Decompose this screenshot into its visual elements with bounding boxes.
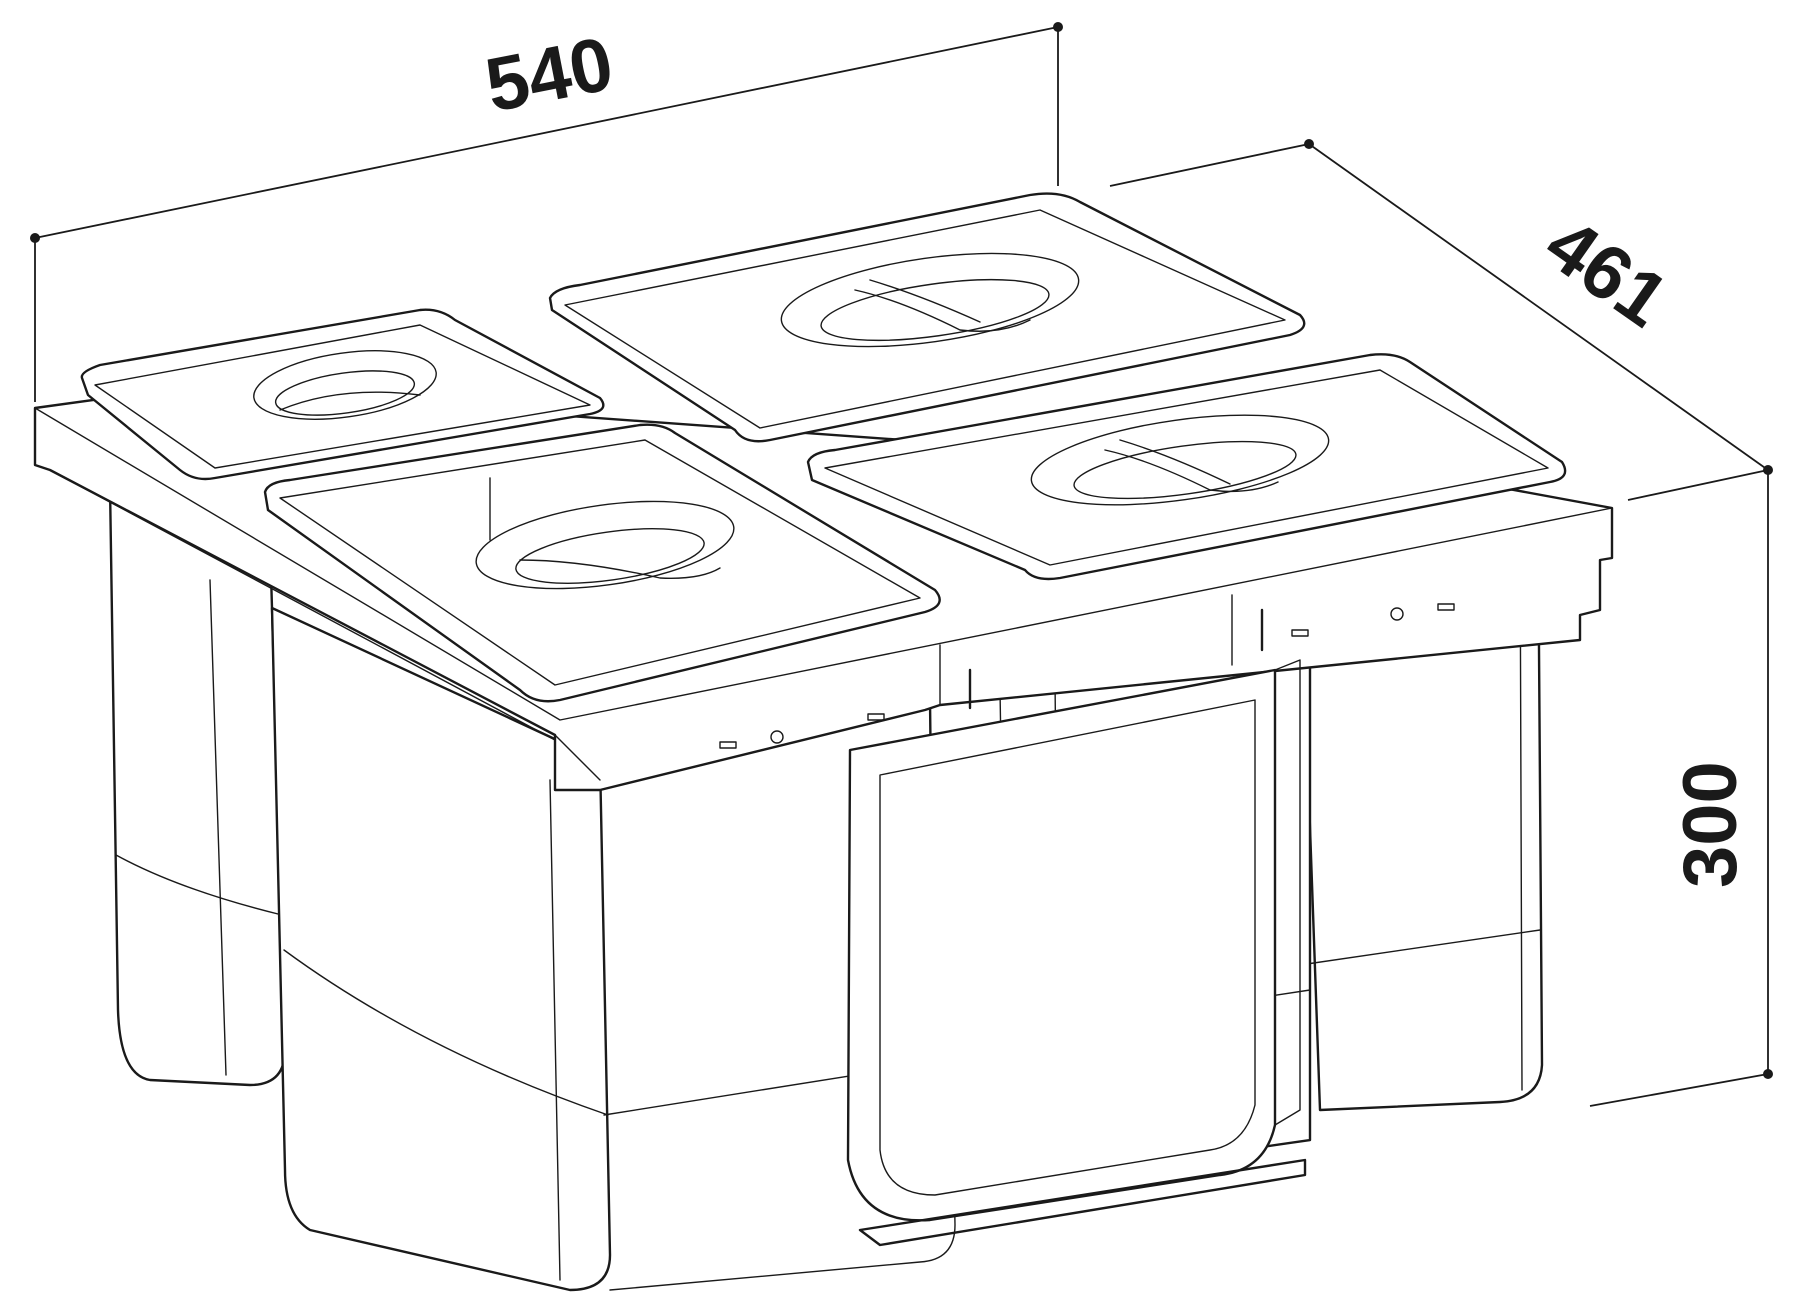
lid-back-left — [80, 308, 605, 481]
dimension-width-label: 540 — [479, 21, 620, 129]
bin-body-front-left — [270, 606, 956, 1292]
dimension-depth-label: 461 — [1530, 201, 1683, 343]
dimension-height-label: 300 — [1668, 761, 1753, 888]
dimension-height: 300 — [1589, 465, 1773, 1107]
lid-back-right — [548, 192, 1306, 443]
lid-front-left — [263, 423, 941, 703]
lid-front-right — [806, 353, 1567, 581]
bin-body-back-left — [108, 484, 287, 1087]
pull-handle — [846, 659, 1307, 1247]
